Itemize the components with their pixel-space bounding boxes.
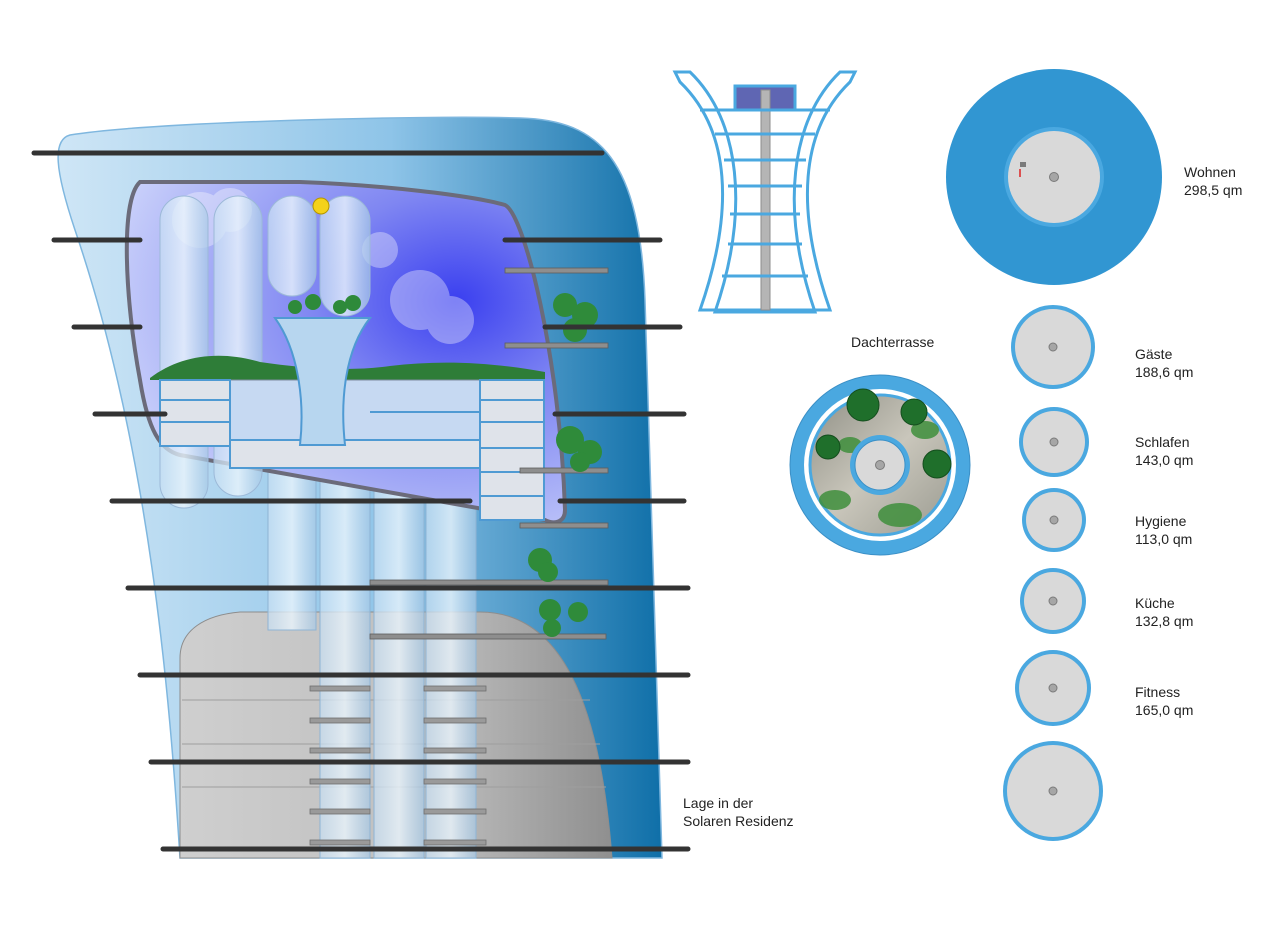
landscape-hills	[150, 355, 545, 380]
tower-core	[760, 89, 771, 311]
floor-plans	[946, 69, 1162, 841]
tower-elevation	[672, 70, 858, 314]
floor-name: Küche	[1135, 595, 1175, 611]
tower-floors	[700, 108, 830, 278]
floor-area: 132,8 qm	[1135, 613, 1194, 629]
floor-plan-hygiene	[1022, 488, 1086, 552]
floor-slabs	[31, 150, 691, 852]
floor-label-kueche: Küche 132,8 qm	[1135, 594, 1193, 630]
floor-area: 165,0 qm	[1135, 702, 1194, 718]
terrace-trees	[815, 388, 952, 479]
floor-strips	[160, 399, 544, 497]
floor-plan-kueche	[1020, 568, 1086, 634]
floor-plan-fitness	[1015, 650, 1091, 726]
floor-area: 143,0 qm	[1135, 452, 1194, 468]
floor-plan-gaeste	[1011, 305, 1095, 389]
core-shaft-right-a	[373, 449, 425, 859]
location-line-1: Lage in der	[683, 795, 754, 811]
floor-label-schlafen: Schlafen 143,0 qm	[1135, 433, 1193, 469]
floor-name: Gäste	[1135, 346, 1173, 362]
sun-icon	[312, 197, 330, 215]
mini-trees	[288, 294, 361, 314]
balconies	[369, 267, 609, 640]
floor-area: 298,5 qm	[1184, 182, 1243, 198]
floor-area: 113,0 qm	[1135, 531, 1193, 547]
floor-plan-schlafen	[1019, 407, 1089, 477]
core-shaft-right-b	[425, 449, 477, 859]
location-line-2: Solaren Residenz	[683, 813, 794, 829]
floor-label-gaeste: Gäste 188,6 qm	[1135, 345, 1193, 381]
small-marker-icon	[1020, 162, 1026, 167]
floor-area: 188,6 qm	[1135, 364, 1194, 380]
building-section	[31, 116, 691, 859]
floor-name: Fitness	[1135, 684, 1181, 700]
water-pool	[229, 379, 521, 441]
floor-label-hygiene: Hygiene 113,0 qm	[1135, 512, 1192, 548]
floor-plan-wohnen	[946, 69, 1162, 285]
floor-name: Schlafen	[1135, 434, 1190, 450]
roof-terrace-title: Dachterrasse	[851, 334, 935, 350]
floor-label-fitness: Fitness 165,0 qm	[1135, 683, 1193, 719]
terrace-core-dot	[875, 460, 885, 470]
floor-label-wohnen: Wohnen 298,5 qm	[1184, 163, 1242, 199]
roof-terrace-label: Dachterrasse	[851, 333, 934, 351]
lift-platforms	[309, 685, 487, 846]
floor-name: Hygiene	[1135, 513, 1187, 529]
floor-name: Wohnen	[1184, 164, 1236, 180]
floor-plan-base	[1003, 741, 1103, 841]
location-label: Lage in der Solaren Residenz	[683, 794, 794, 830]
roof-terrace-plan	[789, 374, 971, 556]
balcony-plants	[528, 293, 602, 637]
mini-tower	[273, 317, 373, 446]
